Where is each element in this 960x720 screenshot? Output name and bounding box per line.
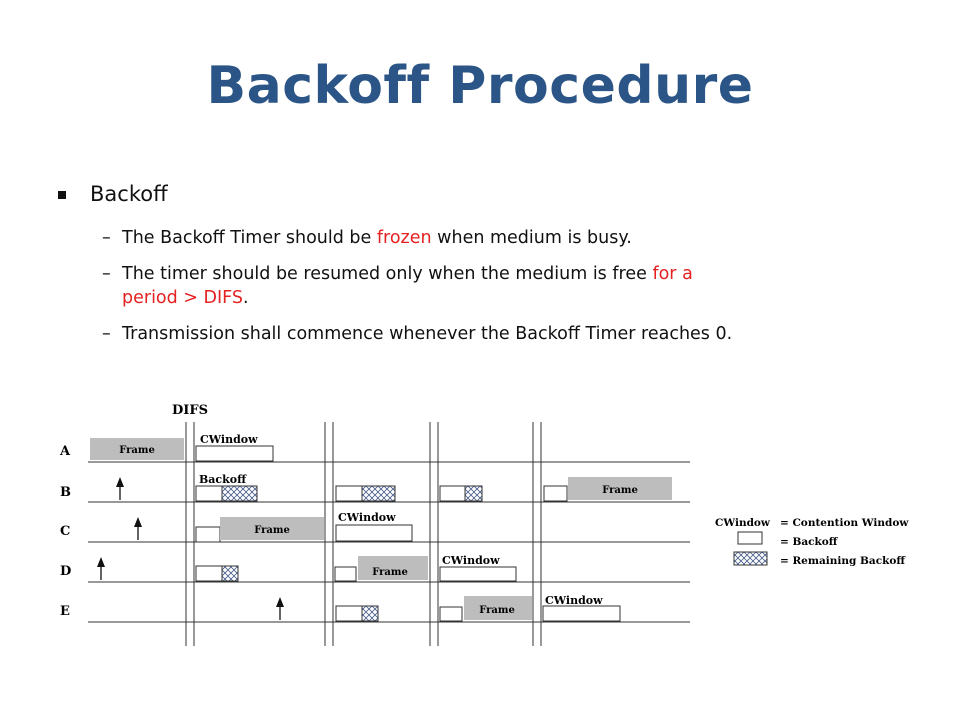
remaining-backoff-box (361, 485, 396, 502)
cwindow-box (542, 605, 621, 622)
sub-text: The Backoff Timer should be (122, 228, 377, 248)
frame-label: Frame (372, 567, 408, 578)
frame-label: Frame (254, 525, 290, 536)
remaining-backoff-box (221, 565, 239, 582)
legend-cwindow-key: CWindow (715, 517, 771, 529)
backoff-box (195, 485, 223, 502)
cwindow-label: CWindow (338, 511, 396, 524)
frame-label: Frame (602, 485, 638, 496)
sub-text: when medium is busy. (431, 228, 632, 248)
bullet-label: Backoff (90, 182, 168, 206)
station-label-a: A (59, 444, 71, 459)
frame-label: Frame (119, 445, 155, 456)
frame-block (358, 556, 428, 580)
frame-block (568, 477, 672, 500)
arrival-arrow-icon (116, 477, 124, 500)
station-label-c: C (60, 524, 70, 539)
sub-emphasis: period > DIFS (122, 288, 244, 308)
backoff-box (195, 565, 223, 582)
sub-text: . (243, 288, 249, 308)
legend-cwindow-desc: = Contention Window (780, 517, 909, 529)
cwindow-box (195, 445, 274, 462)
cwindow-box (439, 566, 517, 582)
diagram-legend: CWindow = Contention Window = Backoff = … (715, 517, 909, 567)
arrival-arrow-icon (97, 557, 105, 580)
arrival-arrow-icon (276, 597, 284, 620)
frame-label: Frame (479, 605, 515, 616)
slide-title: Backoff Procedure (206, 56, 754, 116)
bullet-backoff: Backoff (58, 182, 168, 206)
sub-text: The timer should be resumed only when th… (122, 264, 653, 284)
backoff-box (334, 566, 357, 582)
frame-block (220, 517, 324, 540)
legend-remaining-swatch (733, 551, 768, 566)
remaining-backoff-box (221, 485, 258, 502)
backoff-box (195, 526, 221, 543)
arrival-arrow-icon (134, 517, 142, 540)
difs-label: DIFS (172, 403, 208, 418)
station-label-d: D (60, 564, 71, 579)
sub-text: Transmission shall commence whenever the… (122, 324, 733, 344)
difs-markers (185, 422, 542, 646)
station-label-b: B (60, 485, 71, 500)
legend-backoff-swatch (737, 531, 763, 545)
cwindow-label: CWindow (545, 594, 603, 607)
legend-remaining-desc: = Remaining Backoff (780, 555, 906, 567)
backoff-box (439, 606, 463, 622)
backoff-box (335, 485, 363, 502)
cwindow-label: CWindow (442, 554, 500, 567)
frame-block (90, 438, 184, 460)
dash-marker: – (102, 228, 111, 248)
cwindow-label: CWindow (200, 433, 258, 446)
backoff-label: Backoff (199, 473, 247, 486)
sub-emphasis: for a (652, 264, 693, 284)
remaining-backoff-box (464, 485, 483, 502)
square-bullet-icon (58, 191, 66, 199)
frame-block (464, 596, 532, 620)
sub-emphasis: frozen (376, 228, 432, 248)
remaining-backoff-box (361, 605, 379, 622)
station-timelines (88, 461, 690, 623)
legend-backoff-desc: = Backoff (780, 536, 839, 548)
cwindow-box (335, 524, 413, 542)
sub-bullet-resume: – The timer should be resumed only when … (102, 262, 862, 310)
backoff-box (543, 485, 568, 502)
backoff-box (439, 485, 466, 502)
backoff-box (335, 605, 363, 622)
station-label-e: E (60, 604, 70, 619)
sub-bullet-transmission: – Transmission shall commence whenever t… (102, 322, 733, 346)
sub-bullet-frozen: – The Backoff Timer should be frozen whe… (102, 226, 632, 250)
dash-marker: – (102, 264, 111, 284)
dash-marker: – (102, 324, 111, 344)
